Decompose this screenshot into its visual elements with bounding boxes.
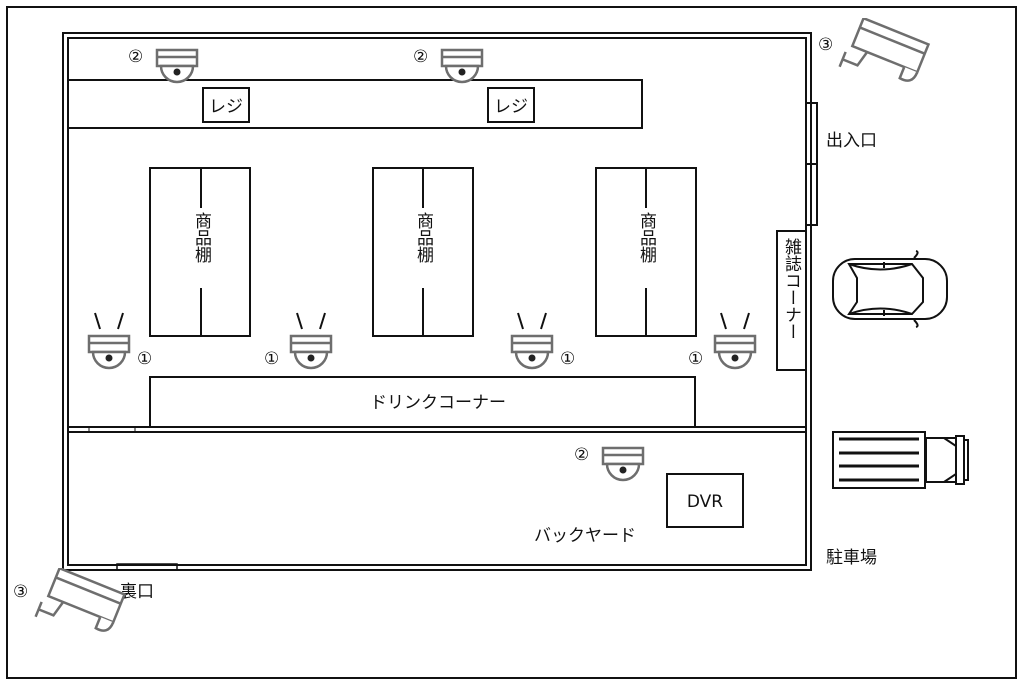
dome-camera-icon (601, 446, 645, 482)
camera-number: ① (264, 349, 279, 369)
bullet-camera-icon (838, 18, 930, 96)
parking-label: 駐車場 (826, 548, 877, 568)
dome-camera-1d (713, 312, 757, 370)
dome-camera-icon (510, 334, 554, 370)
back-door-label: 裏口 (120, 581, 154, 602)
dvr-box (666, 473, 744, 528)
camera-number: ② (413, 47, 428, 67)
shelf-3-label: 商品棚 (636, 212, 657, 264)
dome-camera-1a (87, 312, 131, 370)
building-outer-wall (62, 32, 812, 571)
magazine-corner (776, 230, 807, 371)
car-icon (832, 250, 948, 328)
register-1 (202, 87, 250, 123)
dome-camera-icon (440, 48, 484, 84)
register-2-label: レジ (494, 97, 528, 117)
magazine-corner-label: 雑誌コーナー (781, 238, 802, 340)
camera-number: ② (128, 47, 143, 67)
dvr-label: DVR (687, 492, 723, 512)
bullet-camera-icon (34, 568, 126, 646)
backyard-label: バックヤード (534, 526, 636, 546)
dome-camera-icon (289, 334, 333, 370)
shelf-2-label: 商品棚 (413, 212, 434, 264)
camera-number: ② (574, 445, 589, 465)
dome-camera-icon (87, 334, 131, 370)
back-door (116, 563, 178, 571)
camera-number: ① (560, 349, 575, 369)
camera-number: ③ (818, 35, 833, 55)
shelf-2: 商品棚 (372, 167, 474, 337)
shelf-3: 商品棚 (595, 167, 697, 337)
camera-number: ① (688, 349, 703, 369)
register-1-label: レジ (209, 97, 243, 117)
dome-camera-1b (289, 312, 333, 370)
dome-camera-icon (713, 334, 757, 370)
dome-camera-1c (510, 312, 554, 370)
register-2 (487, 87, 535, 123)
camera-number: ① (137, 349, 152, 369)
camera-number: ③ (13, 582, 28, 602)
register-counter (67, 79, 643, 129)
shelf-1-label: 商品棚 (191, 212, 212, 264)
drink-corner-label: ドリンクコーナー (370, 393, 506, 413)
truck-icon (832, 431, 969, 489)
shelf-1: 商品棚 (149, 167, 251, 337)
entrance-label: 出入口 (826, 131, 877, 151)
diagram-frame (6, 6, 1017, 679)
dome-camera-icon (155, 48, 199, 84)
